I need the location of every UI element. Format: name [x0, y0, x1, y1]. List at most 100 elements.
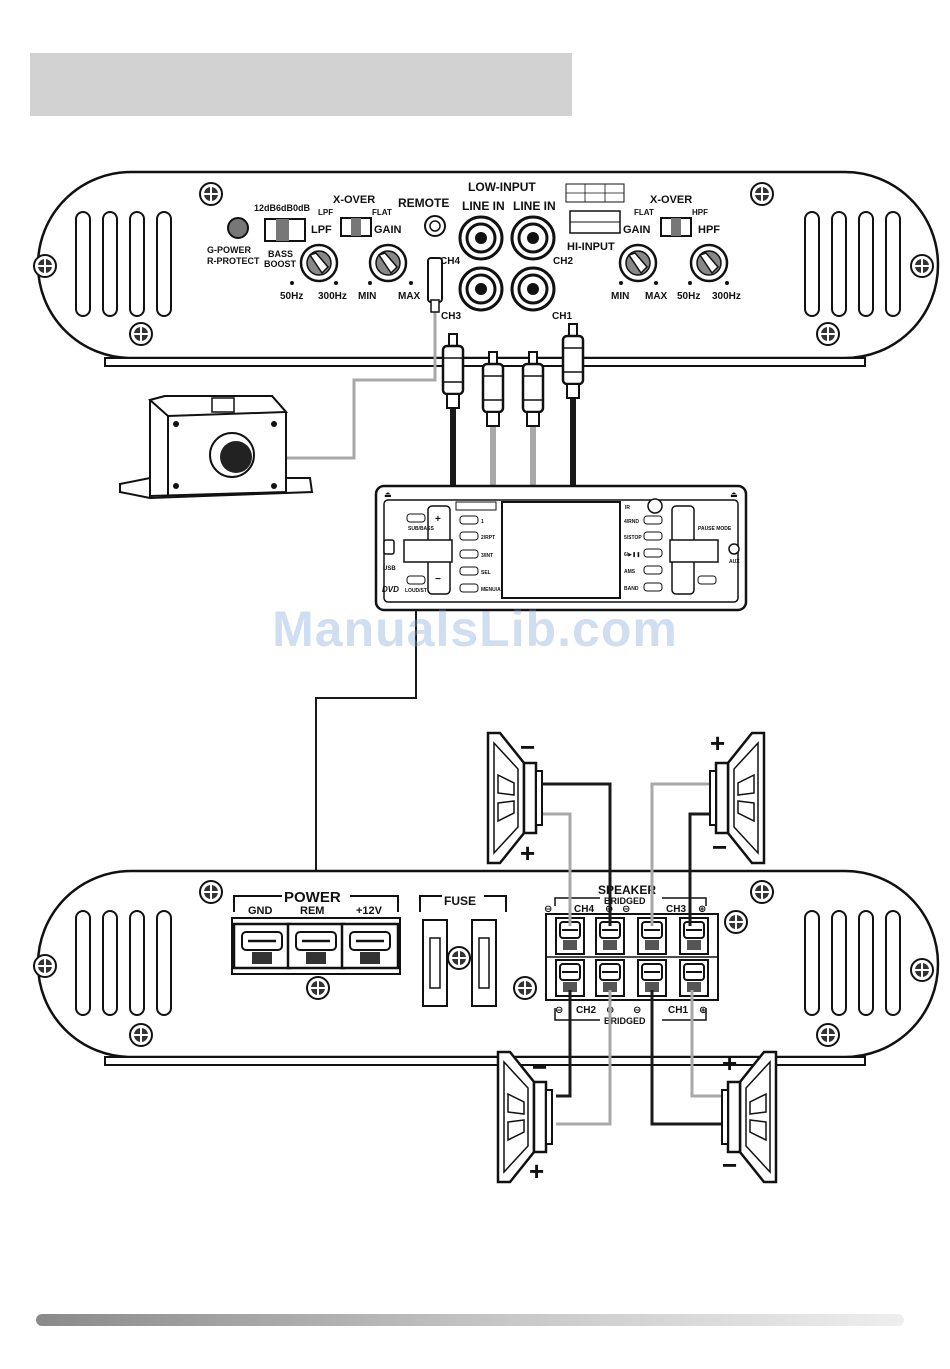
aux-jack-icon[interactable] [728, 543, 740, 555]
preset-6-button[interactable] [643, 548, 663, 558]
lpf-min-label: 50Hz [280, 291, 303, 302]
head-unit: ⏏ ⏏ + − SUB/BASS LOUD/ST USB DVD 1 2/RPT… [374, 484, 748, 612]
xover-right-flat: FLAT [634, 208, 654, 217]
screw-icon [910, 958, 934, 982]
pause-button[interactable] [697, 575, 717, 585]
svg-text:−: − [435, 574, 441, 585]
speaker-ch3-label: CH3 [666, 904, 686, 915]
watermark: ManualsLib.com [272, 601, 678, 657]
screw-icon [816, 1023, 840, 1047]
footer-bar [36, 1314, 904, 1326]
bass-level-knob-icon[interactable] [220, 441, 252, 473]
screw-icon [129, 322, 153, 346]
12v-terminal[interactable] [340, 922, 400, 970]
hpf-max-label: 300Hz [712, 291, 741, 302]
ch2-label: CH2 [553, 256, 573, 267]
speaker-bl-plus: + [529, 1156, 544, 1186]
rca-jack-ch3[interactable] [458, 266, 504, 312]
xover-right-title: X-OVER [650, 194, 692, 206]
usb-port-icon[interactable] [383, 539, 395, 555]
amplifier-top: G-POWER R-PROTECT 12dB 6dB 0dB BASS BOOS… [33, 170, 940, 367]
terminal-ch1-plus[interactable] [679, 959, 709, 997]
rca-jack-ch4[interactable] [458, 215, 504, 261]
svg-text:5/STOP: 5/STOP [624, 535, 642, 541]
speaker-ch4-label: CH4 [574, 904, 594, 915]
svg-text:IR: IR [625, 505, 630, 511]
speaker-ch2-label: CH2 [576, 1005, 596, 1016]
screw-icon [910, 254, 934, 278]
gain-left-min-label: MIN [358, 291, 376, 302]
screw-icon [33, 254, 57, 278]
preset-5-button[interactable] [643, 531, 663, 541]
svg-text:BAND: BAND [624, 586, 639, 592]
svg-text:USB: USB [383, 566, 396, 572]
ir-sensor-icon [647, 498, 663, 514]
ch4-minus: ⊖ [544, 904, 552, 915]
preset-1-button[interactable] [459, 515, 479, 525]
preset-3-button[interactable] [459, 549, 479, 559]
line-in-left-label: LINE IN [462, 199, 505, 213]
gain-right-label: GAIN [623, 224, 651, 236]
header-band [30, 53, 572, 116]
boost-label: BOOST [264, 259, 297, 269]
speaker-ch1-label: CH1 [668, 1005, 688, 1016]
band-button[interactable] [643, 582, 663, 592]
xover-right-hpf: HPF [692, 208, 708, 217]
gain-right-knob-icon[interactable] [618, 243, 658, 283]
rca-jack-ch1[interactable] [510, 266, 556, 312]
line-in-right-label: LINE IN [513, 199, 556, 213]
ams-button[interactable] [643, 565, 663, 575]
preset-buttons: 1 2/RPT 3/INT SEL MENU/A [459, 515, 501, 593]
svg-text:2/RPT: 2/RPT [481, 535, 495, 541]
gain-left-label: GAIN [374, 224, 402, 236]
preset-4-button[interactable] [643, 515, 663, 525]
power-rem-label: REM [300, 905, 324, 917]
screw-icon [129, 1023, 153, 1047]
gain-left-max-label: MAX [398, 291, 421, 302]
svg-text:⊕: ⊕ [699, 1005, 707, 1016]
speaker-wires [540, 782, 722, 1126]
gain-right-min-label: MIN [611, 291, 629, 302]
remote-bass-controller[interactable] [119, 395, 314, 500]
preset-2-button[interactable] [459, 531, 479, 541]
speaker-tl-plus: + [520, 838, 535, 868]
gnd-terminal[interactable] [232, 922, 292, 970]
terminal-ch3-plus[interactable] [679, 917, 709, 955]
bass-boost-6db: 6dB [276, 203, 294, 213]
sel-button[interactable] [459, 566, 479, 576]
sub-bass-button[interactable] [406, 513, 426, 523]
hpf-min-label: 50Hz [677, 291, 700, 302]
rca-cables [441, 322, 585, 486]
rca-jack-ch2[interactable] [510, 215, 556, 261]
rem-terminal[interactable] [286, 922, 346, 970]
bass-boost-0db: 0dB [293, 203, 311, 213]
gain-left-knob-icon[interactable] [368, 243, 408, 283]
screw-icon [750, 182, 774, 206]
speaker-title: SPEAKER [598, 883, 656, 897]
speaker-bl-minus: − [532, 1052, 547, 1082]
lpf-knob-icon[interactable] [299, 243, 339, 283]
power-gnd-label: GND [248, 905, 273, 917]
eject-left-icon[interactable]: ⏏ [384, 490, 392, 499]
remote-label: REMOTE [398, 196, 449, 210]
power-12v-label: +12V [356, 905, 383, 917]
menu-button[interactable] [459, 583, 479, 593]
svg-text:⊖: ⊖ [633, 1005, 641, 1016]
svg-text:SUB/BASS: SUB/BASS [408, 526, 435, 532]
speaker-tr-plus: + [710, 728, 725, 758]
r-protect-label: R-PROTECT [207, 256, 260, 266]
speaker-tr-minus: − [712, 832, 727, 862]
ch1-label: CH1 [552, 311, 572, 322]
hpf-knob-icon[interactable] [689, 243, 729, 283]
eject-right-icon[interactable]: ⏏ [730, 490, 738, 499]
dvd-logo: DVD [382, 585, 399, 594]
svg-text:⊖: ⊖ [555, 1005, 563, 1016]
screw-icon [199, 880, 223, 904]
xover-left-lpf: LPF [318, 208, 333, 217]
bass-label: BASS [268, 249, 293, 259]
screw-icon [724, 910, 748, 934]
loud-st-button[interactable] [406, 575, 426, 585]
right-buttons: IR 4/RND 5/STOP 6/▶❚❚ AMS BAND [624, 505, 663, 592]
svg-text:3/INT: 3/INT [481, 553, 493, 559]
